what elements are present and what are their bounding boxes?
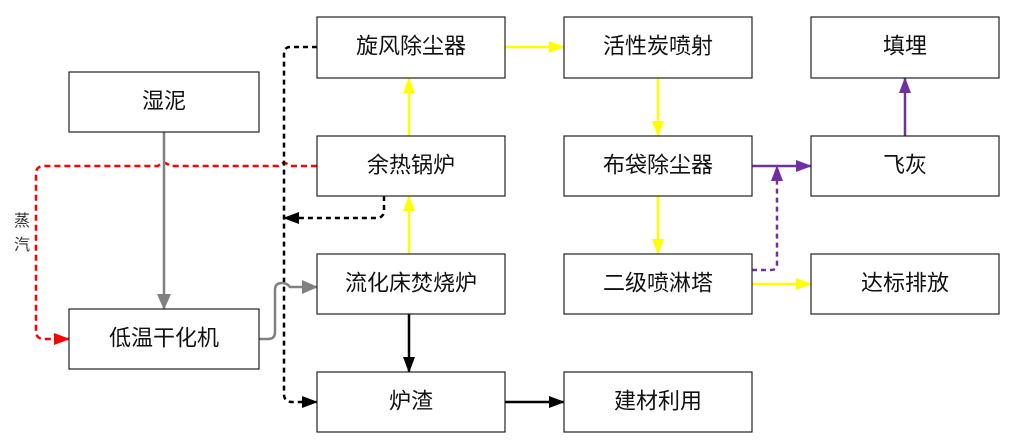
svg-text:填埋: 填埋 xyxy=(883,35,927,60)
node-waste-heat-boiler: 余热锅炉 xyxy=(316,135,506,197)
spray-to-flyash-line xyxy=(752,165,783,272)
cyclone-return-line xyxy=(282,45,318,408)
node-cyclone: 旋风除尘器 xyxy=(316,16,506,79)
svg-text:余热锅炉: 余热锅炉 xyxy=(367,154,455,179)
node-spray-tower: 二级喷淋塔 xyxy=(563,253,753,315)
node-low-temp-dryer: 低温干化机 xyxy=(68,308,260,370)
node-fly-ash: 飞灰 xyxy=(810,135,1000,197)
svg-text:飞灰: 飞灰 xyxy=(883,154,927,179)
boiler-ash-line xyxy=(283,196,386,224)
steam-label-1: 蒸 xyxy=(14,211,30,230)
node-wet-sludge: 湿泥 xyxy=(68,71,260,133)
steam-label-2: 汽 xyxy=(14,235,30,254)
node-fluidized-bed-incinerator: 流化床焚烧炉 xyxy=(316,253,506,315)
svg-text:二级喷淋塔: 二级喷淋塔 xyxy=(603,272,713,297)
svg-text:旋风除尘器: 旋风除尘器 xyxy=(356,35,466,60)
node-activated-carbon: 活性炭喷射 xyxy=(563,16,753,79)
svg-text:活性炭喷射: 活性炭喷射 xyxy=(603,35,713,60)
svg-text:湿泥: 湿泥 xyxy=(142,90,186,115)
node-compliant-discharge: 达标排放 xyxy=(810,253,1000,315)
node-building-material: 建材利用 xyxy=(563,371,753,433)
node-landfill: 填埋 xyxy=(810,16,1000,79)
node-slag: 炉渣 xyxy=(316,371,506,433)
svg-text:建材利用: 建材利用 xyxy=(614,390,702,415)
node-bag-filter: 布袋除尘器 xyxy=(563,135,753,197)
svg-text:炉渣: 炉渣 xyxy=(389,390,433,415)
svg-text:低温干化机: 低温干化机 xyxy=(109,327,219,352)
svg-text:流化床焚烧炉: 流化床焚烧炉 xyxy=(345,272,477,297)
svg-text:布袋除尘器: 布袋除尘器 xyxy=(603,154,713,179)
dryer-to-incinerator-line xyxy=(259,280,318,341)
svg-text:达标排放: 达标排放 xyxy=(861,272,949,297)
